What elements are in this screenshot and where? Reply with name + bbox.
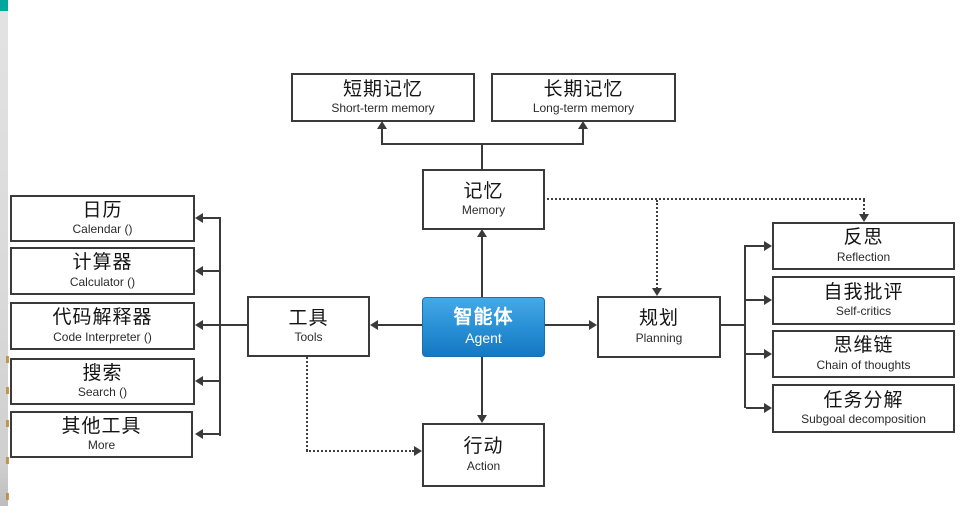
node-tool-calculator: 计算器 Calculator () [10,247,195,295]
self-critics-label-zh: 自我批评 [823,281,904,303]
arrowhead-long-term [578,121,588,129]
arrowhead-memory [477,229,487,237]
connector-tools-trunk [220,324,248,326]
calculator-label-en: Calculator () [69,274,136,289]
strip-tick [6,356,9,363]
strip-tick [6,420,9,427]
tools-label-en: Tools [294,330,323,345]
connector-memory-fan [381,143,583,145]
arrowhead-calculator [195,266,203,276]
connector-agent-planning [545,324,590,326]
code-interpreter-label-zh: 代码解释器 [52,307,153,329]
arrowhead-subgoal [764,403,772,413]
dotted-tools-down [306,357,308,451]
reflection-label-zh: 反思 [843,227,884,249]
chain-of-thoughts-label-zh: 思维链 [833,335,894,357]
agent-label-zh: 智能体 [453,306,514,328]
subgoal-label-en: Subgoal decomposition [801,412,926,427]
search-label-en: Search () [77,385,128,400]
node-agent: 智能体 Agent [422,297,545,357]
node-short-term-memory: 短期记忆 Short-term memory [291,73,475,122]
self-critics-label-en: Self-critics [835,304,892,319]
node-action: 行动 Action [422,423,545,487]
branch-more [202,433,220,435]
more-label-en: More [87,438,116,453]
strip-tick [6,457,9,464]
subgoal-label-zh: 任务分解 [823,389,904,411]
branch-chain-of-thoughts [746,353,765,355]
dotted-memory-right [547,198,865,200]
node-planning: 规划 Planning [597,296,721,358]
calendar-label-en: Calendar () [72,222,133,237]
connector-agent-action [481,357,483,417]
strip-tick [6,493,9,500]
arrowhead-dotted-reflection [859,214,869,222]
arrowhead-dotted-action [414,446,422,456]
node-tool-more: 其他工具 More [10,411,193,458]
node-tool-calendar: 日历 Calendar () [10,195,195,242]
branch-search [202,380,220,382]
arrowhead-short-term [377,121,387,129]
node-memory: 记忆 Memory [422,169,545,230]
arrowhead-tools [370,320,378,330]
branch-calendar [202,217,220,219]
branch-calculator [202,270,220,272]
teal-corner-mark [0,0,8,11]
calendar-label-zh: 日历 [82,199,123,221]
arrowhead-chain-of-thoughts [764,349,772,359]
dotted-to-reflection [863,200,865,214]
arrowhead-action [477,415,487,423]
calculator-label-zh: 计算器 [72,252,133,274]
branch-reflection [746,245,765,247]
tools-label-zh: 工具 [288,307,329,329]
strip-tick [6,387,9,394]
connector-agent-tools [377,324,423,326]
arrowhead-dotted-planning [652,288,662,296]
arrowhead-planning [589,320,597,330]
connector-to-short-term [381,128,383,145]
more-label-zh: 其他工具 [61,415,142,437]
planning-label-zh: 规划 [638,308,679,330]
connector-to-long-term [582,128,584,145]
node-tool-code-interpreter: 代码解释器 Code Interpreter () [10,302,195,350]
node-plan-reflection: 反思 Reflection [772,222,955,270]
arrowhead-more [195,429,203,439]
arrowhead-code-interpreter [195,320,203,330]
node-plan-chain-of-thoughts: 思维链 Chain of thoughts [772,330,955,378]
arrowhead-self-critics [764,295,772,305]
node-tools: 工具 Tools [247,296,370,357]
action-label-zh: 行动 [463,436,504,458]
chain-of-thoughts-label-en: Chain of thoughts [816,357,911,372]
connector-planning-trunk [721,324,746,326]
node-long-term-memory: 长期记忆 Long-term memory [491,73,676,122]
memory-label-zh: 记忆 [463,180,504,202]
search-label-zh: 搜索 [82,362,123,384]
reflection-label-en: Reflection [836,249,891,264]
connector-agent-memory [481,236,483,298]
node-plan-self-critics: 自我批评 Self-critics [772,276,955,325]
right-trunk-line [744,245,746,408]
screen-edge-strip [0,0,8,506]
node-tool-search: 搜索 Search () [10,358,195,405]
node-plan-subgoal-decomposition: 任务分解 Subgoal decomposition [772,384,955,433]
agent-label-en: Agent [465,329,502,346]
long-term-memory-label-zh: 长期记忆 [543,78,624,100]
long-term-memory-label-en: Long-term memory [532,101,635,116]
code-interpreter-label-en: Code Interpreter () [53,329,152,344]
branch-code-interpreter [202,324,220,326]
left-trunk-line [219,217,221,436]
short-term-memory-label-en: Short-term memory [331,101,435,116]
dotted-to-planning [656,200,658,289]
arrowhead-reflection [764,241,772,251]
dotted-to-action [306,450,414,452]
branch-subgoal [746,407,765,409]
branch-self-critics [746,299,765,301]
memory-label-en: Memory [461,203,506,218]
short-term-memory-label-zh: 短期记忆 [342,78,423,100]
planning-label-en: Planning [635,330,683,345]
arrowhead-search [195,376,203,386]
connector-memory-stem [481,143,483,170]
arrowhead-calendar [195,213,203,223]
action-label-en: Action [466,458,501,473]
